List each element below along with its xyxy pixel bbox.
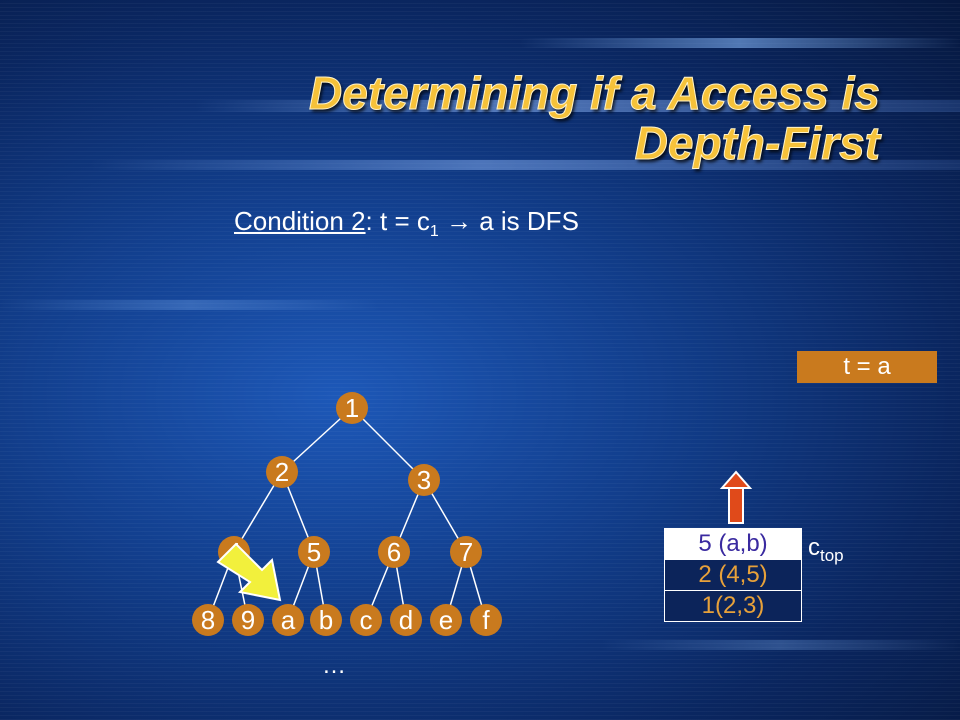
tree-node-f: f [470, 604, 502, 636]
tree-node-circle [272, 604, 304, 636]
title-line-1: Determining if a Access is [309, 67, 881, 119]
tree-node-label: 5 [307, 537, 321, 567]
tree-nodes: 123456789abcdef [192, 392, 502, 636]
tree-node-circle [232, 604, 264, 636]
c-top-label: ctop [808, 534, 844, 566]
stack-cell-top: 5 (a,b) [664, 528, 802, 560]
t-value-box: t = a [797, 351, 937, 383]
tree-node-circle [310, 604, 342, 636]
tree-node-c: c [350, 604, 382, 636]
tree-node-circle [378, 536, 410, 568]
tree-edge [351, 407, 425, 481]
tree-node-label: 9 [241, 605, 255, 635]
tree-node-circle [336, 392, 368, 424]
stack: 5 (a,b) 2 (4,5) 1(2,3) [664, 528, 802, 622]
tree-node-label: d [399, 605, 413, 635]
tree-node-circle [390, 604, 422, 636]
tree-node-9: 9 [232, 604, 264, 636]
tree-node-label: 7 [459, 537, 473, 567]
tree-node-d: d [390, 604, 422, 636]
tree-node-circle [450, 536, 482, 568]
tree-node-label: 3 [417, 465, 431, 495]
tree-node-circle [350, 604, 382, 636]
tree-node-a: a [272, 604, 304, 636]
tree-node-label: f [482, 605, 490, 635]
tree-node-label: a [281, 605, 296, 635]
tree-node-2: 2 [266, 456, 298, 488]
condition-statement: Condition 2: t = c1 → a is DFS [234, 206, 579, 241]
tree-node-circle [470, 604, 502, 636]
tree-node-6: 6 [378, 536, 410, 568]
tree-ellipsis: … [322, 652, 346, 679]
tree-node-label: 8 [201, 605, 215, 635]
tree-node-circle [266, 456, 298, 488]
stack-cell: 1(2,3) [664, 591, 802, 622]
tree-node-circle [430, 604, 462, 636]
slide-title: Determining if a Access is Depth-First [120, 67, 881, 169]
title-line-2: Depth-First [634, 117, 880, 169]
tree-node-e: e [430, 604, 462, 636]
background-streak [600, 640, 960, 650]
tree-node-label: b [319, 605, 333, 635]
tree-node-label: 6 [387, 537, 401, 567]
tree-node-circle [408, 464, 440, 496]
tree-node-circle [192, 604, 224, 636]
tree-node-label: 2 [275, 457, 289, 487]
condition-text-1: : t = c [365, 206, 430, 236]
condition-text-2: a is DFS [472, 206, 579, 236]
stack-cell: 2 (4,5) [664, 560, 802, 591]
title-band [90, 160, 960, 170]
tree-node-5: 5 [298, 536, 330, 568]
tree-node-label: e [439, 605, 453, 635]
tree-node-label: c [360, 605, 373, 635]
condition-subscript: 1 [429, 223, 439, 241]
highlight-arrow [216, 542, 282, 602]
c-top-symbol: c [808, 534, 820, 561]
title-band [195, 100, 960, 112]
implies-arrow: → [446, 206, 472, 236]
tree-node-8: 8 [192, 604, 224, 636]
tree-node-3: 3 [408, 464, 440, 496]
tree-node-label: 1 [345, 393, 359, 423]
tree-node-1: 1 [336, 392, 368, 424]
stack-push-arrow [719, 470, 753, 524]
condition-label: Condition 2 [234, 206, 366, 236]
tree-node-b: b [310, 604, 342, 636]
tree-node-circle [298, 536, 330, 568]
c-top-subscript: top [820, 545, 844, 565]
tree-node-7: 7 [450, 536, 482, 568]
background-streak [0, 300, 380, 310]
background-streak [520, 38, 960, 48]
